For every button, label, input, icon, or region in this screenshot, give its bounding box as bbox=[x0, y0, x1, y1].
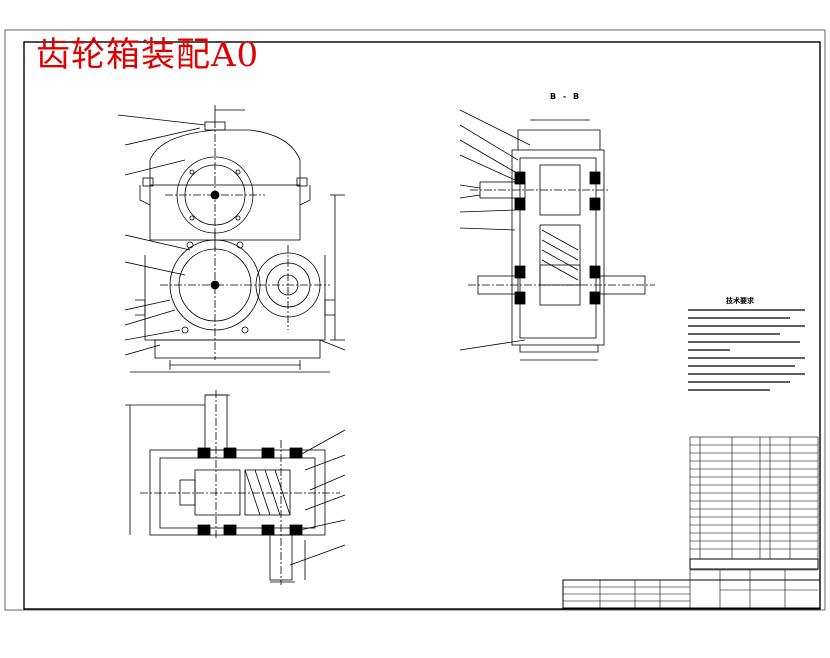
section-label: B - B bbox=[550, 92, 582, 101]
parts-list bbox=[689, 436, 819, 570]
technical-notes bbox=[688, 309, 805, 391]
outer-border bbox=[4, 29, 826, 611]
section-view bbox=[459, 109, 655, 361]
drawing-title: 齿轮箱装配A0 bbox=[36, 35, 260, 75]
top-view bbox=[125, 390, 346, 585]
inner-border bbox=[23, 41, 821, 610]
front-view bbox=[117, 105, 346, 373]
notes-title: 技术要求 bbox=[726, 297, 754, 305]
title-block bbox=[562, 569, 821, 609]
